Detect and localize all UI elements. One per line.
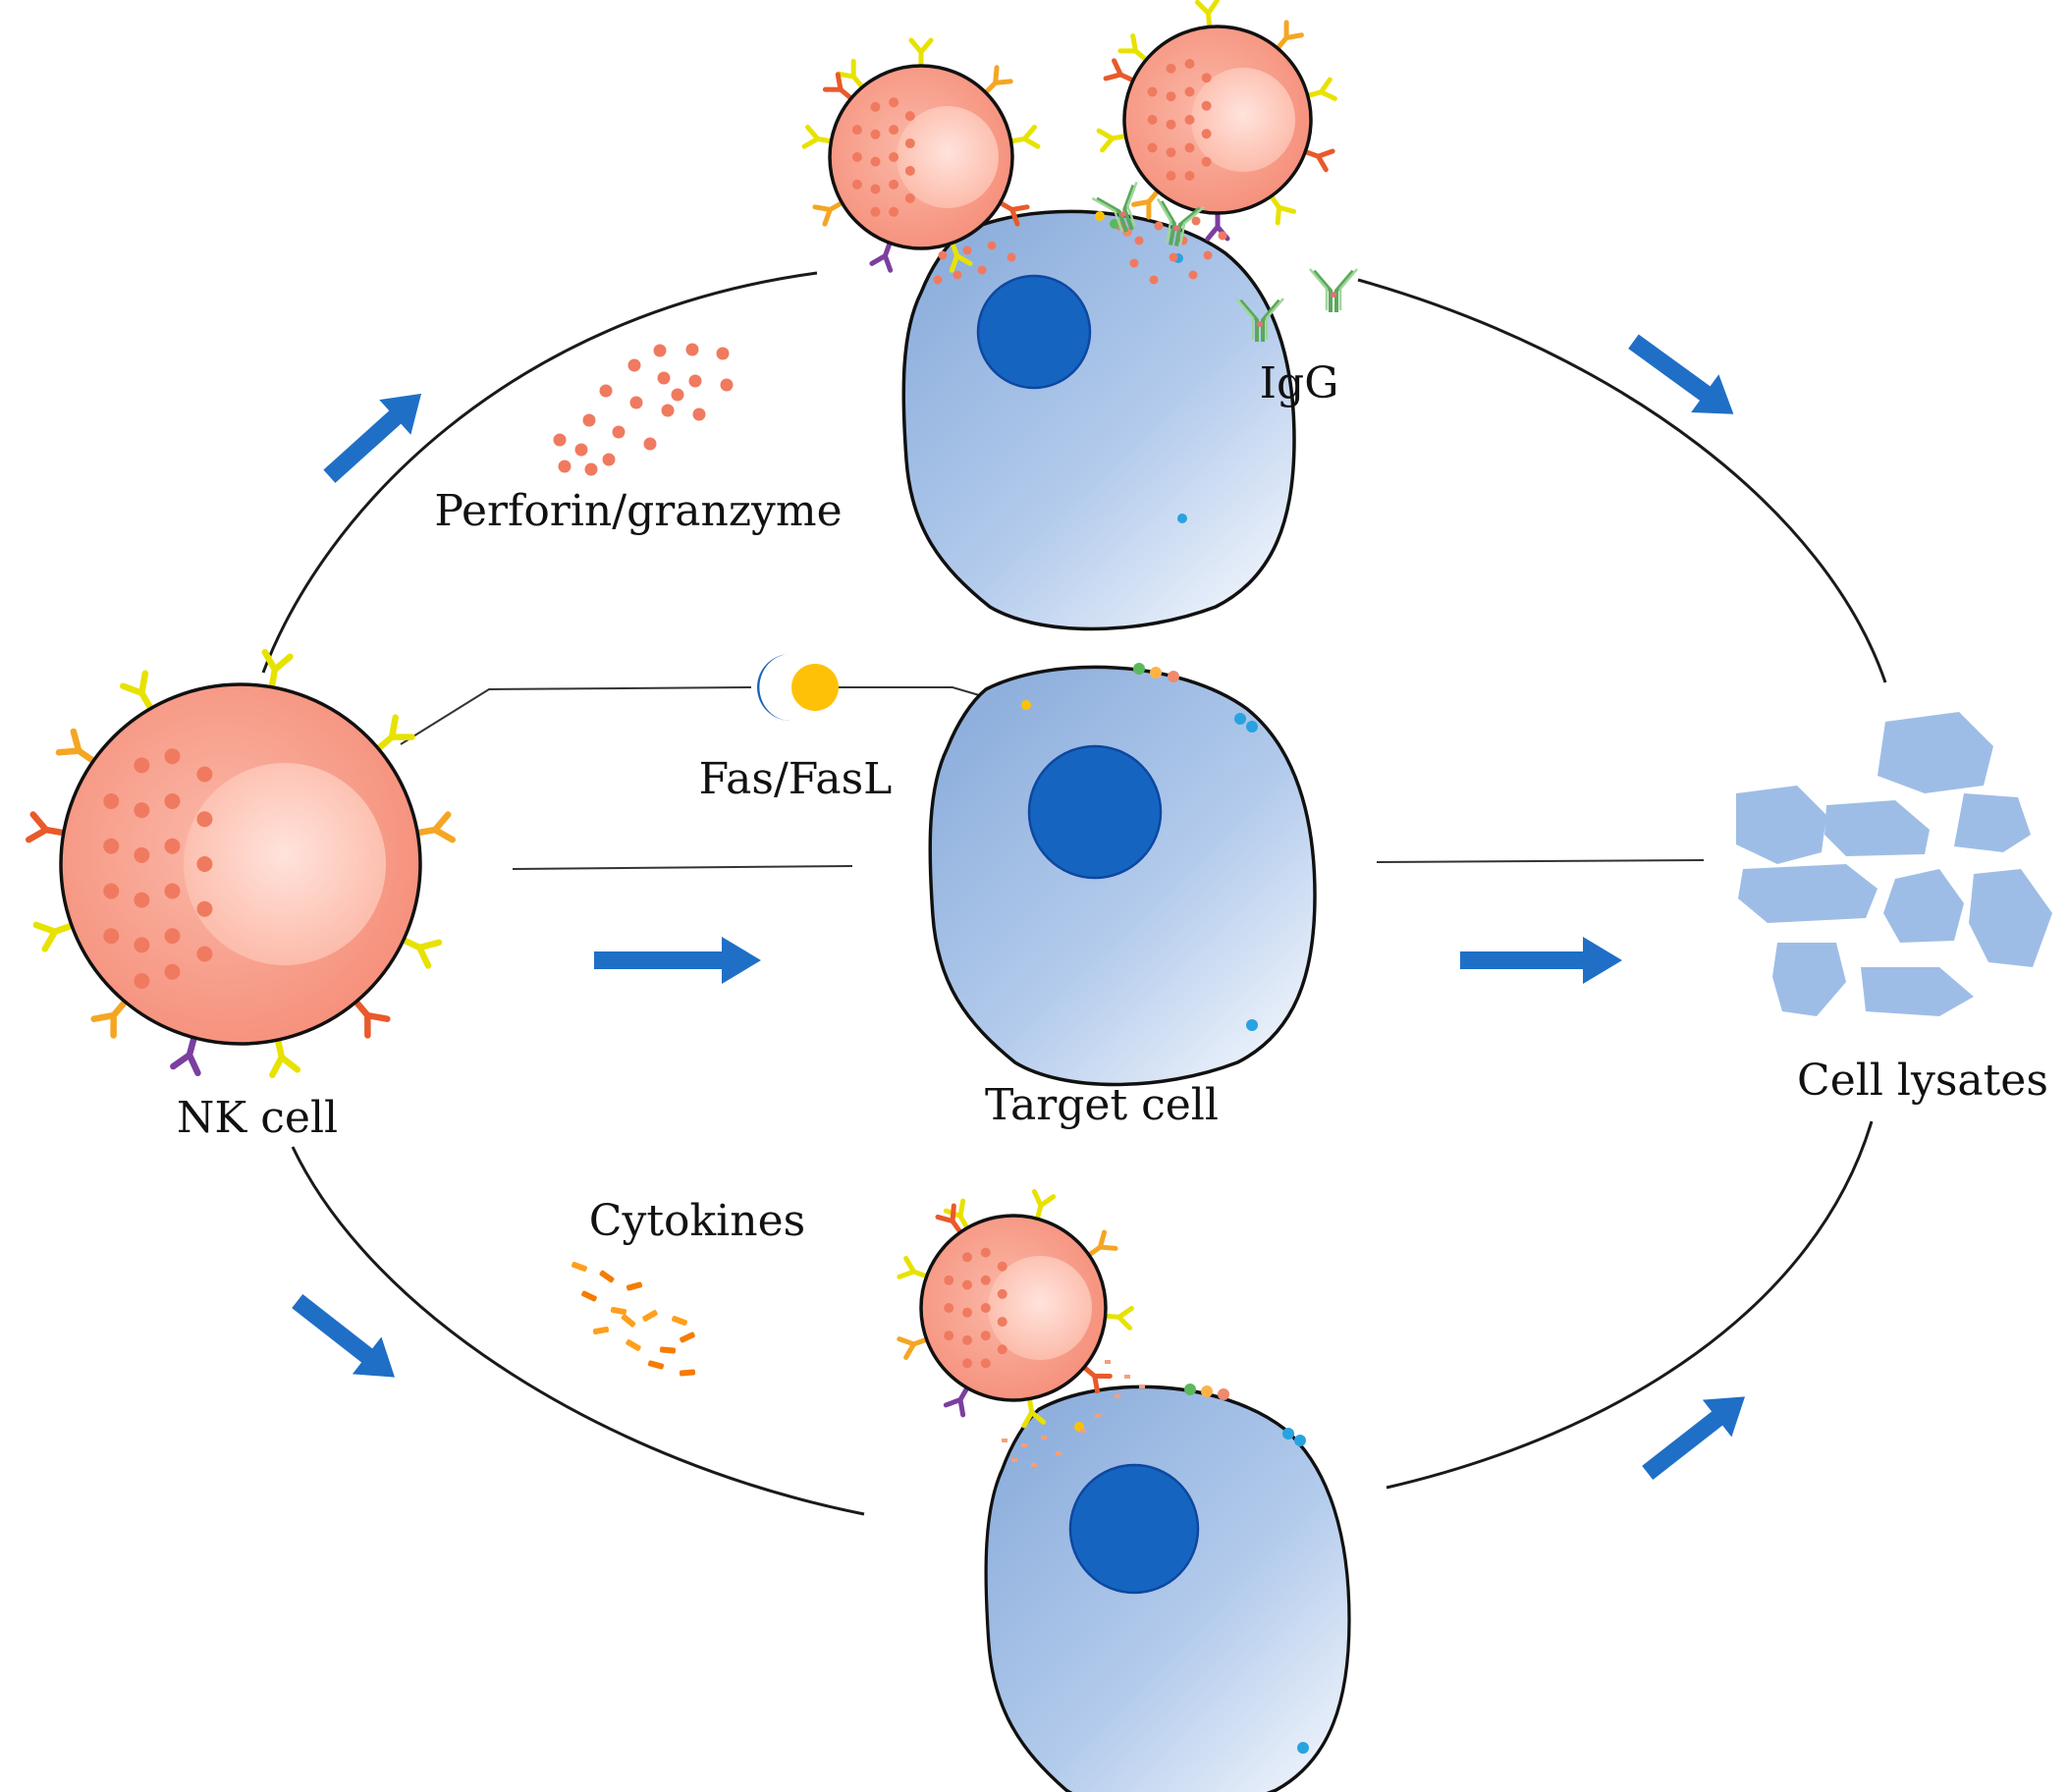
nk-cell — [25, 648, 457, 1079]
arrow-middle-right — [1460, 937, 1622, 984]
label-cell-lysates: Cell lysates — [1797, 1056, 2048, 1106]
receptor — [897, 1336, 930, 1360]
igg-antibody-free-2 — [1308, 267, 1359, 314]
receptor — [897, 1256, 930, 1279]
receptor — [1031, 1189, 1057, 1222]
receptor — [1275, 20, 1304, 51]
receptor — [1302, 148, 1335, 173]
target-cell-bottom — [984, 1384, 1351, 1792]
nk-cell-receptors — [25, 648, 457, 1079]
cell-lysate-fragments — [1736, 712, 2052, 1016]
receptor — [32, 921, 76, 952]
label-perforin-granzyme: Perforin/granzyme — [434, 486, 842, 536]
nk-cell-bottom — [897, 1189, 1134, 1429]
receptor — [120, 670, 154, 712]
arrow-middle-left — [594, 937, 761, 984]
receptor — [90, 998, 129, 1039]
target-cell-top — [901, 209, 1296, 631]
lower-right-pathway — [1386, 1120, 1874, 1490]
receptor — [1131, 189, 1161, 220]
receptor — [269, 1036, 301, 1079]
cytokine-release-dots — [1002, 1360, 1145, 1467]
perforin-granzyme-dots — [553, 343, 734, 476]
label-igg: IgG — [1260, 358, 1339, 408]
arrow-lower-left — [292, 1293, 396, 1378]
upper-left-pathway — [261, 271, 818, 674]
receptor — [1021, 1396, 1047, 1429]
upper-right-pathway — [1357, 278, 1887, 683]
arrow-upper-right — [1628, 334, 1734, 414]
fas-connector-left — [400, 686, 752, 745]
receptor — [812, 200, 844, 227]
receptor — [1086, 1229, 1118, 1258]
receptor — [1103, 58, 1136, 83]
receptor — [413, 811, 457, 843]
receptor — [353, 998, 391, 1039]
receptor — [908, 37, 934, 69]
receptor — [400, 937, 443, 969]
nk-cell-top-left — [801, 37, 1041, 273]
receptor — [943, 1385, 970, 1418]
receptor — [261, 648, 294, 691]
receptor — [949, 240, 973, 273]
receptor — [25, 811, 68, 843]
receptor — [1008, 124, 1041, 149]
receptor — [983, 65, 1013, 95]
receptor — [998, 200, 1030, 227]
receptor — [1305, 77, 1337, 101]
receptor — [869, 240, 894, 273]
lower-left-pathway — [291, 1146, 865, 1516]
target-cell-middle — [928, 663, 1317, 1087]
receptor — [1096, 128, 1128, 153]
arrow-lower-right — [1642, 1396, 1746, 1481]
receptor — [836, 58, 865, 90]
receptor — [55, 728, 97, 765]
fas-receptor — [757, 654, 790, 721]
receptor — [1268, 193, 1297, 226]
label-target-cell: Target cell — [985, 1080, 1219, 1130]
receptor — [801, 124, 834, 149]
label-cytokines: Cytokines — [589, 1196, 805, 1246]
receptor — [1194, 0, 1220, 29]
cytokine-marks — [571, 1262, 696, 1377]
arrow-upper-left — [323, 393, 422, 483]
fas-fasl-symbol — [757, 654, 839, 721]
label-nk-cell: NK cell — [177, 1093, 338, 1143]
receptor — [170, 1034, 201, 1077]
nk-cell-top-right — [1096, 0, 1337, 242]
label-fas-fasl: Fas/FasL — [699, 754, 893, 804]
nk-cell-granules — [103, 748, 213, 989]
receptor — [1103, 1305, 1134, 1330]
receptor — [935, 1203, 963, 1235]
receptor — [1117, 33, 1149, 63]
middle-right-line — [1376, 859, 1705, 863]
fas-ligand — [791, 664, 839, 711]
receptor — [822, 72, 854, 101]
middle-left-line — [512, 865, 853, 870]
receptor — [374, 714, 415, 752]
receptor — [1081, 1364, 1113, 1394]
